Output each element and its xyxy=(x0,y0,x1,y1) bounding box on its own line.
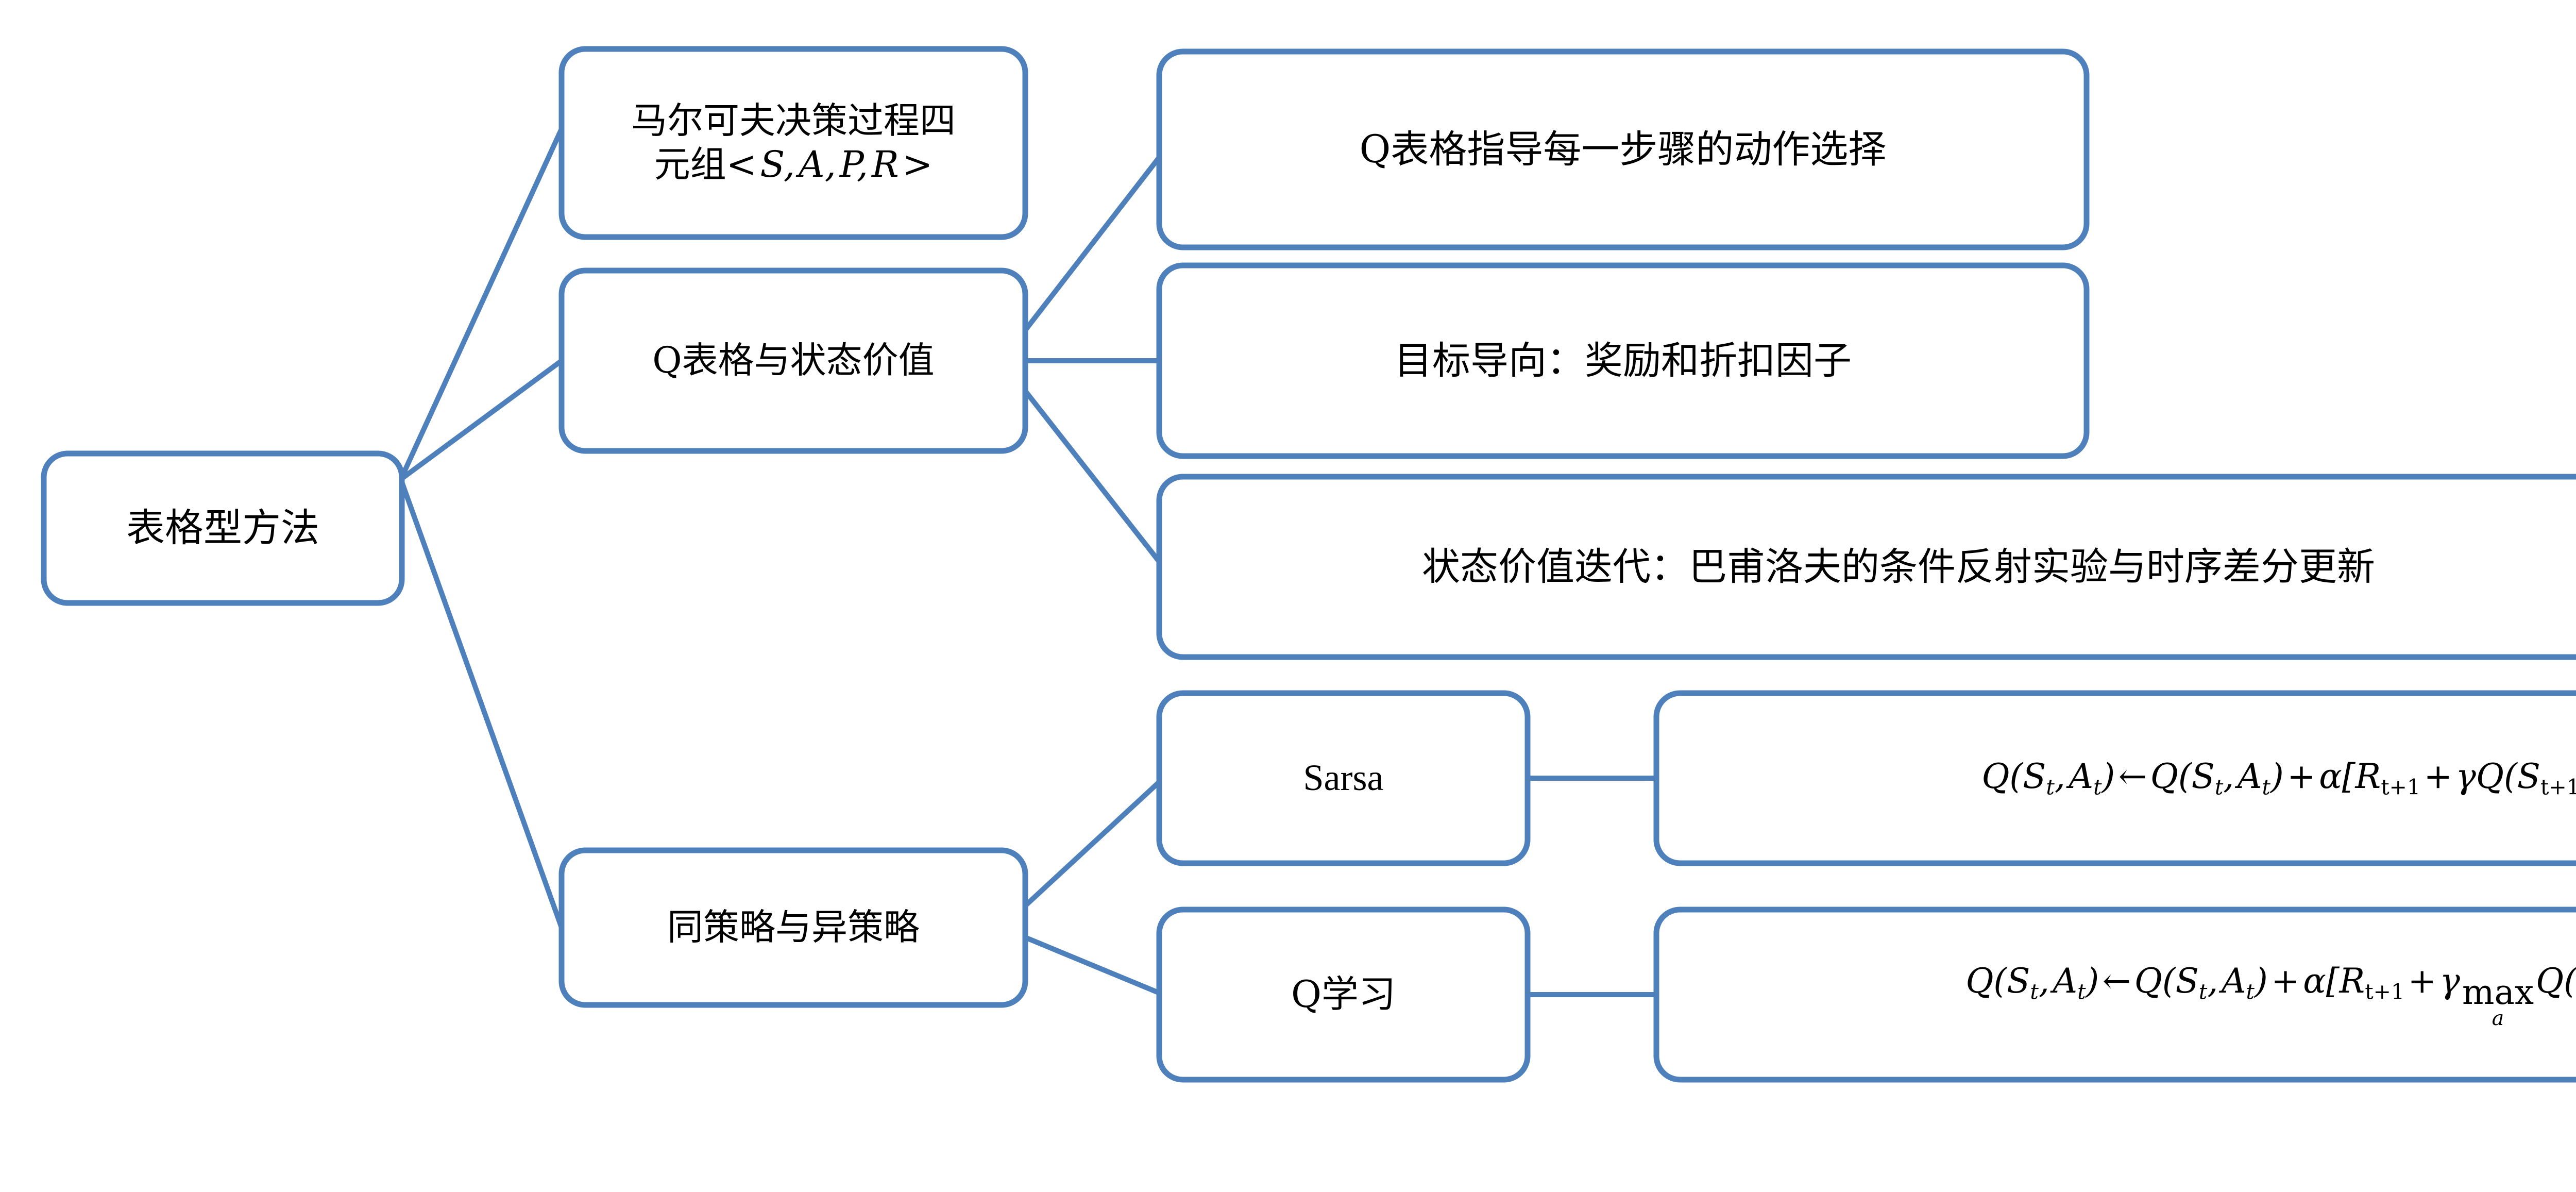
connector-policy-to-sarsa xyxy=(999,776,1165,930)
node-box-mdp[interactable] xyxy=(558,46,1028,240)
connector-qtable-to-value-iter xyxy=(999,359,1165,569)
connector-group-formula xyxy=(1529,776,1656,997)
node-box-goal-oriented[interactable] xyxy=(1156,262,2090,459)
node-box-q-guide[interactable] xyxy=(1156,48,2090,250)
node-box-value-iteration[interactable] xyxy=(1156,474,2576,660)
connector-group-qtable xyxy=(999,150,1165,569)
node-box-root[interactable] xyxy=(41,450,405,606)
connector-group-policy xyxy=(999,776,1165,997)
node-box-sarsa-formula[interactable] xyxy=(1653,690,2576,866)
node-box-qtable[interactable] xyxy=(558,267,1028,454)
node-box-qlearning-formula[interactable] xyxy=(1653,906,2576,1083)
connector-root-to-qtable xyxy=(399,358,563,482)
node-box-sarsa[interactable] xyxy=(1156,690,1531,866)
connector-root-to-mdp xyxy=(398,127,564,481)
connector-root-to-policy xyxy=(398,478,564,929)
connector-group-root xyxy=(398,127,564,929)
connector-qtable-to-q-guide xyxy=(999,150,1165,363)
connector-policy-to-qlearning xyxy=(1001,925,1164,997)
node-box-qlearning[interactable] xyxy=(1156,906,1531,1083)
node-box-policy[interactable] xyxy=(558,847,1028,1008)
